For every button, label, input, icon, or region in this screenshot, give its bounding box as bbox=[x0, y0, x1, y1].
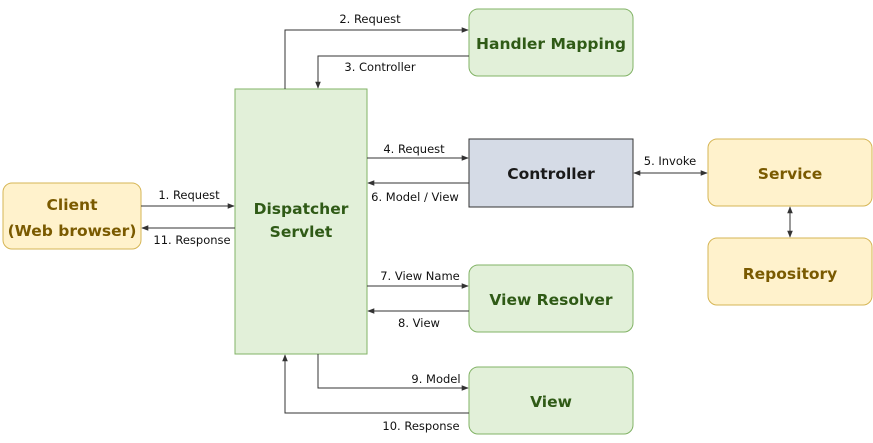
service-label: Service bbox=[758, 165, 822, 183]
edge-9-label: 9. Model bbox=[411, 372, 460, 386]
controller-label: Controller bbox=[507, 165, 595, 183]
controller-node: Controller bbox=[468, 138, 634, 208]
view-resolver-node: View Resolver bbox=[468, 264, 634, 333]
edge-9-model: 9. Model bbox=[317, 354, 469, 391]
edge-7-view-name: 7. View Name bbox=[367, 269, 469, 289]
edge-2-label: 2. Request bbox=[339, 12, 401, 26]
edge-1-label: 1. Request bbox=[158, 188, 220, 202]
edge-8-view: 8. View bbox=[367, 308, 469, 330]
edge-10-response: 10. Response bbox=[282, 354, 469, 433]
client-label-line2: (Web browser) bbox=[8, 222, 137, 240]
edge-2-request: 2. Request bbox=[284, 12, 469, 89]
edge-7-label: 7. View Name bbox=[380, 269, 460, 283]
edge-3-label: 3. Controller bbox=[344, 60, 415, 74]
handler-mapping-node: Handler Mapping bbox=[468, 8, 634, 77]
client-node: Client (Web browser) bbox=[2, 182, 142, 250]
view-resolver-label: View Resolver bbox=[489, 291, 613, 309]
edge-4-label: 4. Request bbox=[383, 142, 445, 156]
repository-label: Repository bbox=[743, 265, 838, 283]
edge-3-controller: 3. Controller bbox=[315, 55, 469, 89]
edge-6-label: 6. Model / View bbox=[371, 190, 459, 204]
client-label-line1: Client bbox=[47, 196, 99, 214]
view-node: View bbox=[468, 366, 634, 435]
edge-11-response: 11. Response bbox=[141, 225, 235, 247]
edge-5-invoke: 5. Invoke bbox=[633, 154, 708, 176]
view-label: View bbox=[530, 393, 572, 411]
edge-4-request: 4. Request bbox=[367, 142, 469, 161]
service-node: Service bbox=[707, 138, 873, 207]
dispatcher-label-line2: Servlet bbox=[270, 223, 333, 241]
handler-mapping-label: Handler Mapping bbox=[476, 35, 626, 53]
repository-node: Repository bbox=[707, 237, 873, 306]
edge-10-label: 10. Response bbox=[382, 419, 459, 433]
edge-8-label: 8. View bbox=[398, 316, 440, 330]
dispatcher-label-line1: Dispatcher bbox=[254, 200, 349, 218]
edge-6-model-view: 6. Model / View bbox=[367, 180, 469, 204]
edge-11-label: 11. Response bbox=[153, 233, 230, 247]
dispatcher-servlet-node: Dispatcher Servlet bbox=[234, 88, 368, 355]
edge-5-label: 5. Invoke bbox=[644, 154, 696, 168]
edge-1-request: 1. Request bbox=[141, 188, 235, 209]
